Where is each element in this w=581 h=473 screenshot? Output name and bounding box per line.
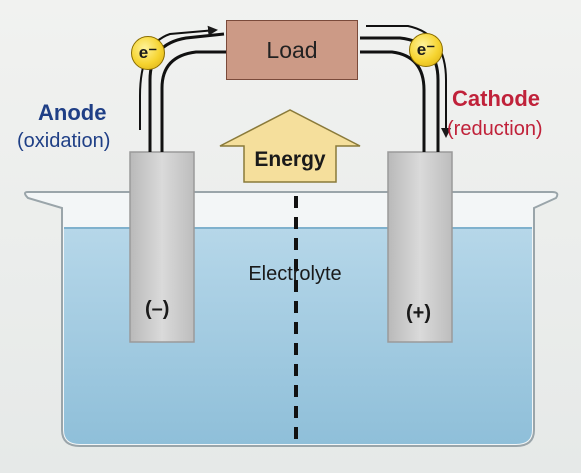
wire-left-inner (160, 50, 226, 152)
anode-sign: (–) (145, 298, 170, 320)
beaker (24, 191, 559, 447)
electron-right-label: e⁻ (416, 40, 436, 59)
anode-title: Anode (38, 100, 107, 125)
energy-label: Energy (254, 148, 326, 171)
cathode-title: Cathode (452, 86, 540, 111)
anode-electrode (129, 151, 195, 343)
electron-icon: e⁻ (131, 36, 165, 70)
up-arrow-icon (219, 109, 361, 183)
load-label: Load (266, 36, 318, 63)
load-box: Load (226, 20, 358, 80)
cathode-subtitle: (reduction) (447, 118, 543, 140)
cathode-sign: (+) (406, 302, 431, 324)
electrolyte-label: Electrolyte (248, 263, 342, 285)
cathode-electrode (387, 151, 453, 343)
electron-left-label: e⁻ (138, 43, 158, 62)
anode-subtitle: (oxidation) (17, 130, 111, 152)
electron-icon: e⁻ (409, 33, 443, 67)
